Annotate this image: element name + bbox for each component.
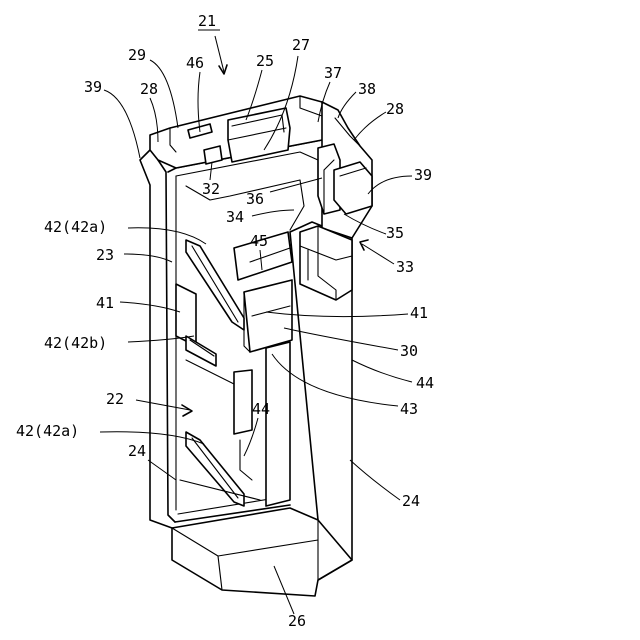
label-42a-bot: 42(42a) xyxy=(16,422,79,440)
label-24b: 24 xyxy=(402,492,420,510)
housing-body xyxy=(140,140,352,596)
label-23: 23 xyxy=(96,246,114,264)
label-21: 21 xyxy=(198,12,216,30)
label-45: 45 xyxy=(250,232,268,250)
label-44b: 44 xyxy=(252,400,270,418)
label-46: 46 xyxy=(186,54,204,72)
label-42a-top: 42(42a) xyxy=(44,218,107,236)
label-28a: 28 xyxy=(140,80,158,98)
label-41a: 41 xyxy=(96,294,114,312)
label-41b: 41 xyxy=(410,304,428,322)
label-29: 29 xyxy=(128,46,146,64)
label-32: 32 xyxy=(202,180,220,198)
label-28b: 28 xyxy=(386,100,404,118)
label-30: 30 xyxy=(400,342,418,360)
label-35: 35 xyxy=(386,224,404,242)
label-36: 36 xyxy=(246,190,264,208)
label-25: 25 xyxy=(256,52,274,70)
label-42b: 42(42b) xyxy=(44,334,107,352)
label-37: 37 xyxy=(324,64,342,82)
label-34: 34 xyxy=(226,208,244,226)
label-24a: 24 xyxy=(128,442,146,460)
label-33: 33 xyxy=(396,258,414,276)
label-27: 27 xyxy=(292,36,310,54)
label-39b: 39 xyxy=(414,166,432,184)
label-44a: 44 xyxy=(416,374,434,392)
label-26: 26 xyxy=(288,612,306,630)
label-38: 38 xyxy=(358,80,376,98)
top-flange xyxy=(150,96,335,168)
label-43: 43 xyxy=(400,400,418,418)
label-22: 22 xyxy=(106,390,124,408)
label-39a: 39 xyxy=(84,78,102,96)
